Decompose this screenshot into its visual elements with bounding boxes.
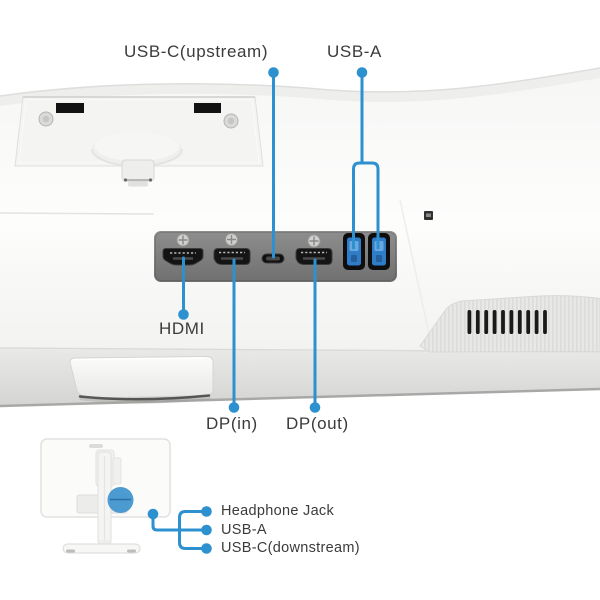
speaker-grille — [419, 295, 600, 353]
callout-usb-c-upstream — [268, 67, 279, 259]
callout-lines — [147, 67, 380, 554]
panel-screw-2 — [225, 233, 238, 246]
port-panel — [154, 231, 397, 282]
mini-monitor-stand-column — [95, 449, 122, 545]
speaker-grille-slots — [467, 310, 547, 334]
headphone-jack-label: Headphone Jack — [221, 503, 335, 519]
usb-a-port-1-icon — [343, 233, 365, 270]
callout-dp-in — [228, 258, 240, 413]
usb-a-side-label: USB-A — [221, 521, 267, 538]
usb-c-downstream-label: USB-C(downstream) — [221, 540, 360, 556]
callout-dp-out — [309, 258, 321, 413]
panel-screw-3 — [307, 234, 321, 248]
mini-monitor-logo-mark — [89, 444, 103, 448]
dp-in-label: DP(in) — [206, 414, 258, 433]
displayport-in-port-icon — [213, 248, 251, 265]
usb-c-upstream-label: USB-C(upstream) — [124, 42, 269, 61]
callout-usb-a-top — [352, 67, 380, 250]
monitor-top-edge — [0, 68, 600, 106]
main-monitor-rear-illustration — [0, 67, 600, 408]
vesa-slot-right — [194, 103, 221, 113]
vesa-slot-left — [56, 103, 84, 113]
callout-side-ports — [147, 506, 212, 554]
usb-a-top-label: USB-A — [327, 42, 382, 61]
vesa-screw-right — [223, 113, 239, 129]
callout-hdmi — [178, 256, 189, 320]
panel-screw-1 — [176, 233, 190, 247]
stand-mount-bracket — [69, 355, 214, 404]
vesa-mount-recess — [14, 96, 264, 187]
side-ports-highlight-circle — [107, 487, 134, 513]
back-crease-right — [399, 199, 433, 349]
mini-monitor-rear-illustration — [40, 438, 171, 554]
back-crease-left — [0, 212, 155, 215]
stand-release-latch — [121, 159, 155, 187]
kensington-lock-slot-icon — [424, 211, 433, 220]
dp-out-label: DP(out) — [286, 414, 349, 433]
hdmi-label: HDMI — [159, 319, 205, 338]
monitor-top-edge-line — [0, 67, 600, 97]
mini-monitor-stand-base — [62, 540, 141, 554]
vesa-screw-left — [38, 111, 54, 127]
